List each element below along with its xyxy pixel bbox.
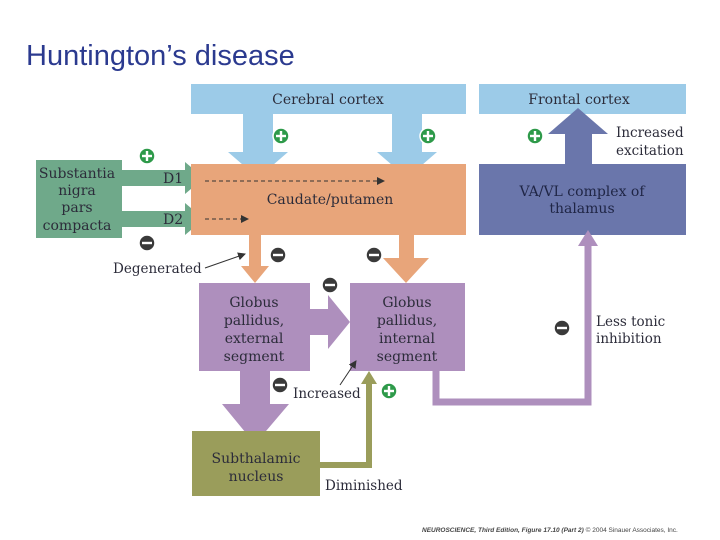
gpi-line4: segment: [377, 349, 438, 365]
frontal-cortex-box: Frontal cortex: [479, 84, 686, 114]
gpe-line3: external: [225, 331, 284, 347]
cerebral-cortex-label: Cerebral cortex: [272, 92, 384, 108]
subthalamic-line1: Subthalamic: [212, 451, 301, 467]
cerebral-cortex-box: Cerebral cortex: [191, 84, 466, 114]
inhibitory-badge-gpe-subthalamic: [271, 376, 289, 394]
inhibitory-badge-gpi-thalamus: [553, 319, 571, 337]
d1-pathway-arrow: [122, 162, 204, 194]
degenerated-pointer: [204, 252, 246, 269]
caudate-to-gpe-arrow: [241, 235, 269, 283]
increased-excitation-line1: Increased: [616, 125, 684, 141]
slide-title: Huntington’s disease: [26, 40, 295, 72]
cortex-to-caudate-arrow-left: [228, 114, 288, 178]
gp-internal-box: Globus pallidus, internal segment: [350, 283, 465, 371]
gp-external-box: Globus pallidus, external segment: [199, 283, 310, 371]
gpe-to-subthalamic-arrow: [222, 371, 289, 444]
less-tonic-line1: Less tonic: [596, 314, 665, 330]
degenerated-label: Degenerated: [113, 261, 202, 277]
subthalamic-nucleus-box: Subthalamic nucleus: [192, 431, 320, 496]
less-tonic-line2: inhibition: [596, 331, 662, 347]
gpi-line1: Globus: [382, 295, 431, 311]
gpe-line2: pallidus,: [224, 313, 284, 329]
credit-book: NEUROSCIENCE, Third Edition, Figure 17.1…: [422, 527, 584, 534]
caudate-putamen-box: Caudate/putamen: [191, 164, 466, 235]
gpe-to-gpi-arrow: [310, 295, 350, 349]
increased-pointer: [339, 360, 357, 386]
nigra-line2: nigra: [58, 183, 96, 199]
caudate-putamen-label: Caudate/putamen: [267, 192, 394, 208]
excitatory-badge-cortex-left: [272, 127, 290, 145]
nigra-line4: compacta: [43, 218, 112, 234]
excitatory-badge-cortex-right: [419, 127, 437, 145]
d2-pathway-arrow: [122, 203, 204, 235]
nigra-line3: pars: [61, 200, 92, 216]
subthalamic-to-gpi-arrowhead: [361, 371, 377, 384]
d1-label: D1: [163, 171, 183, 187]
d2-label: D2: [163, 212, 183, 228]
inhibitory-badge-caudate-gpe: [269, 246, 287, 264]
subthalamic-line2: nucleus: [229, 469, 284, 485]
va-vl-label-line1: VA/VL complex of: [518, 184, 646, 200]
excitatory-badge-d1: [138, 147, 156, 165]
subthalamic-to-gpi-pathway: [320, 380, 372, 468]
gpi-to-thalamus-arrowhead: [578, 230, 598, 246]
increased-excitation-line2: excitation: [616, 143, 684, 159]
va-vl-label-line2: thalamus: [549, 201, 614, 217]
gpe-line4: segment: [224, 349, 285, 365]
excitatory-badge-frontal: [526, 127, 544, 145]
gpi-line2: pallidus,: [377, 313, 437, 329]
figure-credit: NEUROSCIENCE, Third Edition, Figure 17.1…: [422, 527, 678, 534]
increased-label: Increased: [293, 386, 361, 402]
va-vl-thalamus-box: VA/VL complex of thalamus: [479, 164, 686, 235]
inhibitory-badge-d2: [138, 234, 156, 252]
diminished-label: Diminished: [325, 478, 403, 494]
gpi-to-thalamus-pathway: [432, 240, 592, 406]
frontal-cortex-label: Frontal cortex: [528, 92, 630, 108]
caudate-to-gpi-arrow: [383, 235, 429, 283]
inhibitory-badge-caudate-gpi: [365, 246, 383, 264]
gpi-line3: internal: [379, 331, 435, 347]
inhibitory-badge-gpe-gpi: [321, 276, 339, 294]
excitatory-badge-subthalamic: [380, 382, 398, 400]
substantia-nigra-box: Substantia nigra pars compacta: [36, 160, 122, 238]
credit-copyright: © 2004 Sinauer Associates, Inc.: [585, 527, 678, 534]
nigra-line1: Substantia: [39, 166, 115, 182]
thalamus-to-cortex-arrow: [548, 108, 608, 164]
gpe-line1: Globus: [229, 295, 278, 311]
